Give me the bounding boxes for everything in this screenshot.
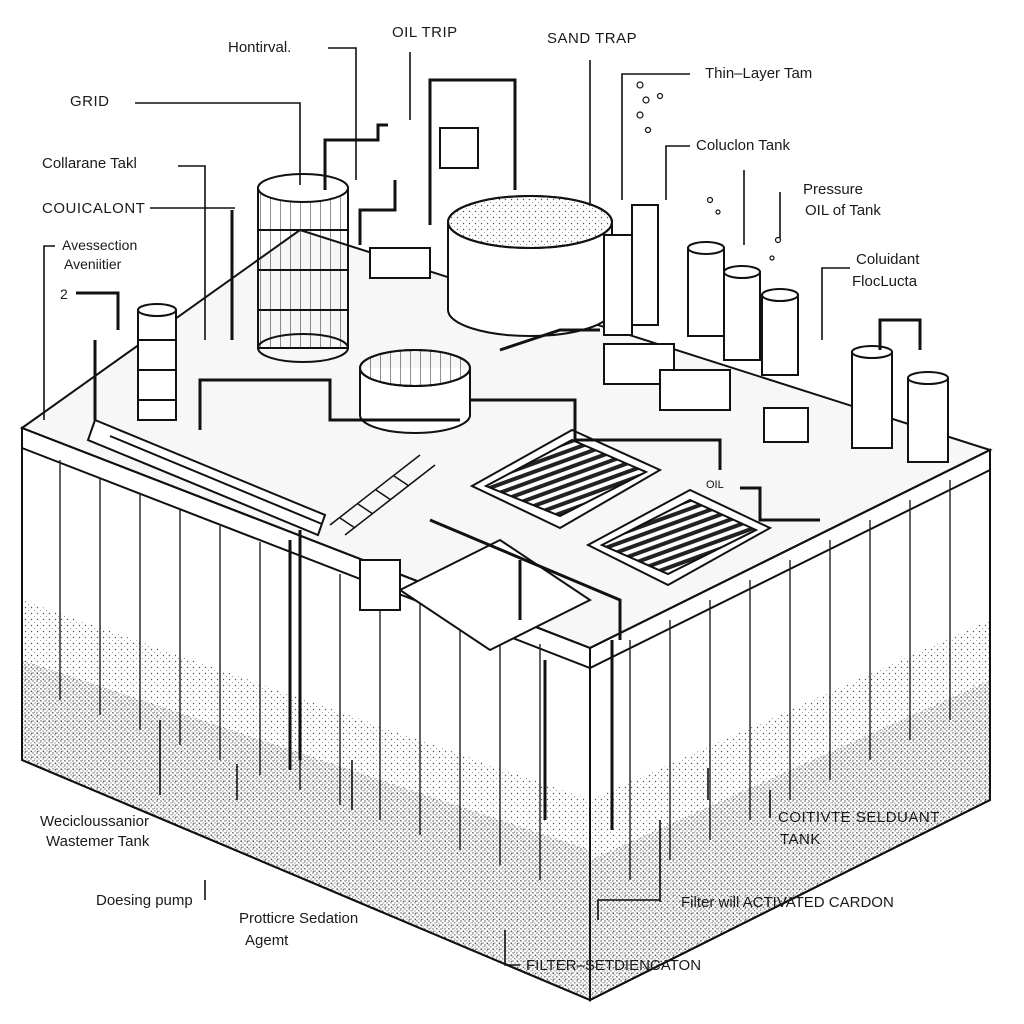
control-box-6 bbox=[359, 559, 401, 611]
horizontal-conveyor bbox=[86, 418, 327, 537]
small-tank-left bbox=[137, 303, 177, 421]
label-protticre-line1: Protticre Sedation bbox=[239, 910, 359, 927]
control-box-2 bbox=[369, 247, 431, 279]
label-collarane-tank: Collarane Takl bbox=[42, 155, 137, 172]
left-face-soil-dense bbox=[22, 660, 590, 1000]
label-oil-trip: OIL TRIP bbox=[392, 24, 458, 41]
foundation-piles bbox=[59, 460, 951, 880]
equipment bbox=[86, 127, 949, 652]
label-grid: GRID bbox=[70, 93, 110, 110]
label-coluclon-tank: Coluclon Tank bbox=[696, 137, 790, 154]
label-coulcalont: COUICALONT bbox=[42, 200, 146, 217]
label-avesection-line1: Avessection bbox=[62, 237, 138, 253]
label-coluidant-line1: Coluidant bbox=[856, 251, 920, 268]
control-box-3 bbox=[763, 407, 809, 443]
tall-tank-left bbox=[257, 173, 349, 363]
right-tank-cluster bbox=[687, 241, 799, 376]
right-face-soil-dense bbox=[590, 680, 990, 1000]
control-box-5 bbox=[659, 369, 731, 411]
label-horizontal: Hontirval. bbox=[228, 39, 292, 56]
label-cotivte-line2: TANK bbox=[780, 831, 821, 848]
far-right-tanks bbox=[851, 345, 949, 463]
label-wastewater-line1: Wecicloussanior bbox=[40, 813, 149, 830]
gas-bubbles bbox=[636, 81, 782, 261]
label-filter-carbon: Filter will ACTIVATED CARDON bbox=[681, 894, 894, 911]
sand-trap-basin bbox=[447, 195, 613, 337]
label-wastewater-line2: Wastemer Tank bbox=[46, 833, 150, 850]
rect-basin bbox=[398, 538, 592, 652]
label-filter-sedimentation: FILTER–SETDIENCATON bbox=[526, 957, 702, 974]
label-number-2: 2 bbox=[60, 286, 68, 302]
label-coluidant-line2: FlocLucta bbox=[852, 273, 918, 290]
label-protticre-line2: Agemt bbox=[245, 932, 289, 949]
label-pressure-line2: OIL of Tank bbox=[805, 202, 881, 219]
pipework bbox=[76, 78, 922, 830]
label-pressure-line1: Pressure bbox=[803, 181, 864, 198]
filter-bed-1 bbox=[469, 428, 663, 530]
control-box-1 bbox=[439, 127, 479, 169]
oil-small-label: OIL bbox=[706, 479, 724, 491]
leader-lines bbox=[43, 47, 850, 966]
label-avesection-line2: Aveniitier bbox=[64, 256, 122, 272]
thin-layer-tanks bbox=[603, 204, 659, 336]
filter-bed-2 bbox=[585, 488, 773, 587]
label-sand-trap: SAND TRAP bbox=[547, 30, 638, 47]
label-cotivte-line1: COITIVTE SELDUANT bbox=[778, 809, 940, 826]
label-dosing-pump: Doesing pump bbox=[96, 892, 193, 909]
round-clarifier bbox=[359, 349, 471, 434]
stairway bbox=[329, 454, 436, 536]
label-thin-layer-tank: Thin–Layer Tam bbox=[705, 65, 813, 82]
